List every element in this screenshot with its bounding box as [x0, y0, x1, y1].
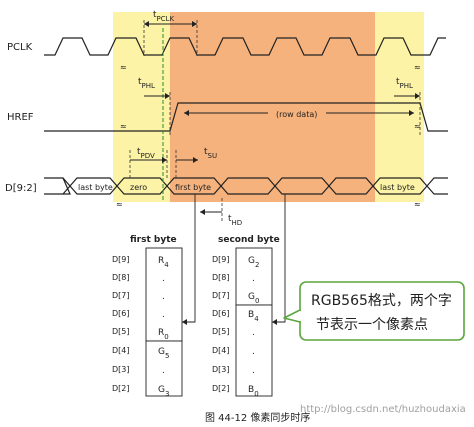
- first-byte-cell: .: [162, 292, 165, 302]
- href-break-marks: ≈ ≈: [120, 122, 421, 131]
- pclk-label: PCLK: [7, 42, 33, 53]
- first-byte-cell: G3: [158, 385, 169, 398]
- tphl-left-arrowhead: [165, 93, 170, 99]
- second-byte-connector-arrowhead: [272, 319, 277, 325]
- first-byte-row-label: D[6]: [112, 309, 130, 318]
- first-byte-row-label: D[9]: [112, 255, 130, 264]
- tsu-arrowhead: [193, 157, 198, 163]
- second-byte-connector: [272, 194, 286, 323]
- orange-region: [170, 12, 375, 202]
- tphl-right-label: tPHL: [396, 77, 413, 90]
- first-byte-cell: G5: [158, 347, 169, 360]
- row-data-arrowhead-right: [409, 110, 414, 116]
- second-byte-row-label: D[6]: [212, 309, 230, 318]
- second-byte-cell: B4: [248, 310, 259, 323]
- figure-caption: 图 44-12 像素同步时序: [205, 411, 310, 424]
- tphl-left-label: tPHL: [138, 77, 155, 90]
- tsu-label: tSU: [204, 147, 217, 160]
- first-byte-cell: .: [162, 366, 165, 376]
- pclk-break-marks: ≈ ≈: [120, 63, 421, 72]
- row-data-label: (row data): [276, 110, 317, 119]
- second-byte-row-label: D[7]: [212, 291, 230, 300]
- second-byte-cell: G0: [248, 292, 259, 305]
- first-byte-table-title: first byte: [130, 235, 177, 245]
- second-byte-cell: .: [252, 274, 255, 284]
- second-byte-table-bottom: [235, 304, 273, 397]
- tpdv-label: tPDV: [137, 147, 155, 160]
- svg-text:≈: ≈: [414, 200, 421, 209]
- pclk-waveform: [44, 37, 446, 56]
- tphl-right-arrowhead: [415, 93, 420, 99]
- href-label: HREF: [7, 112, 34, 123]
- second-byte-row-label: D[9]: [212, 255, 230, 264]
- thd-arrowhead: [200, 209, 205, 215]
- href-waveform: [44, 102, 448, 132]
- row-data-arrowhead-left: [184, 110, 189, 116]
- second-byte-cell: .: [252, 347, 255, 357]
- first-byte-connector-arrowhead: [182, 319, 187, 325]
- svg-text:≈: ≈: [120, 63, 127, 72]
- first-byte-cell: R0: [158, 328, 169, 341]
- first-byte-bus-label: first byte: [175, 183, 211, 192]
- watermark-url: http://blog.csdn.net/huzhoudaxia: [300, 404, 466, 415]
- svg-text:≈: ≈: [120, 122, 127, 131]
- first-byte-row-label: D[2]: [112, 384, 130, 393]
- data-bus-waveform: [44, 177, 448, 195]
- first-byte-table-bottom: [145, 340, 183, 397]
- first-byte-cell: .: [162, 274, 165, 284]
- rgb565-callout-pointer: [283, 309, 301, 323]
- second-byte-cell: .: [252, 366, 255, 376]
- svg-text:≈: ≈: [414, 63, 421, 72]
- first-byte-connector: [182, 194, 196, 323]
- tpdv-arrowhead: [162, 157, 167, 163]
- rgb565-callout-line1: RGB565格式，两个字: [311, 293, 452, 309]
- svg-text:≈: ≈: [414, 122, 421, 131]
- zero-label: zero: [130, 183, 147, 192]
- tpclk-arrowhead-right: [192, 21, 197, 27]
- first-byte-cell: R4: [158, 256, 169, 269]
- second-byte-table-title: second byte: [218, 235, 280, 245]
- tpclk-arrowhead-left: [144, 21, 149, 27]
- thd-label: tHD: [228, 214, 242, 227]
- first-byte-row-label: D[8]: [112, 273, 130, 282]
- first-byte-cell: .: [162, 310, 165, 320]
- data-bus-break-marks: ≈ ≈: [116, 200, 421, 209]
- first-byte-table-top: [145, 247, 183, 342]
- second-byte-cell: .: [252, 328, 255, 338]
- svg-text:≈: ≈: [116, 200, 123, 209]
- last-byte-right-label: last byte: [380, 183, 415, 192]
- tpclk-label: tPCLK: [153, 10, 175, 23]
- second-byte-row-label: D[4]: [212, 346, 230, 355]
- second-byte-row-label: D[3]: [212, 365, 230, 374]
- first-byte-row-label: D[3]: [112, 365, 130, 374]
- second-byte-row-label: D[8]: [212, 273, 230, 282]
- last-byte-left-label: last byte: [78, 183, 113, 192]
- second-byte-cell: G2: [248, 256, 259, 269]
- second-byte-row-label: D[2]: [212, 384, 230, 393]
- second-byte-row-label: D[5]: [212, 327, 230, 336]
- rgb565-callout-line2: 节表示一个像素点: [316, 317, 428, 333]
- data-bus-label: D[9:2]: [5, 183, 37, 194]
- first-byte-row-label: D[4]: [112, 346, 130, 355]
- first-byte-row-label: D[7]: [112, 291, 130, 300]
- second-byte-cell: B0: [248, 385, 259, 398]
- first-byte-row-label: D[5]: [112, 327, 130, 336]
